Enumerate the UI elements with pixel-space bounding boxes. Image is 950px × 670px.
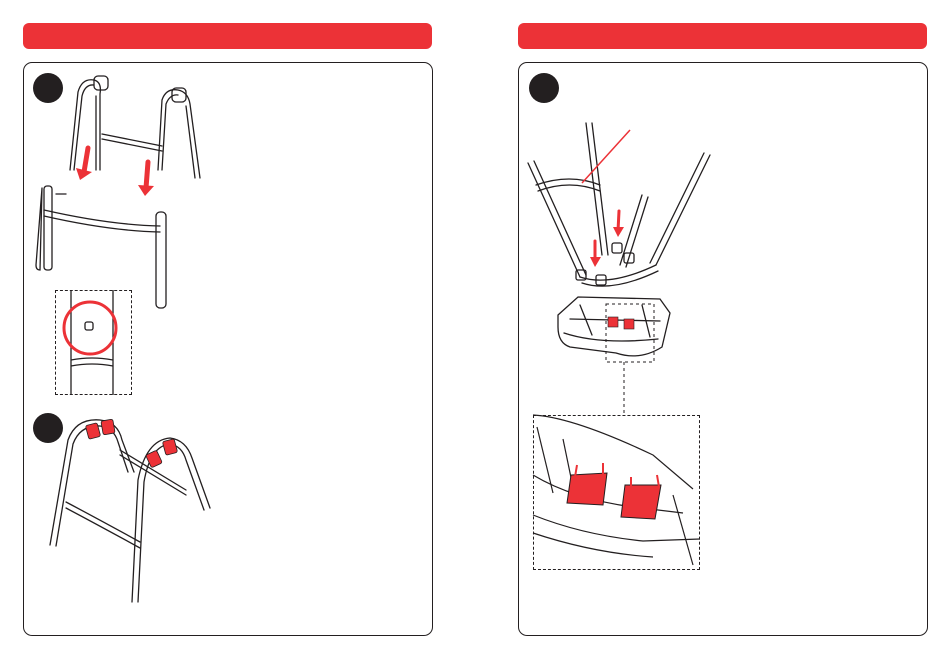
down-arrow-icon [138, 162, 154, 196]
step-3-badge [529, 73, 559, 103]
right-header-bar [518, 23, 927, 49]
detail-inset-illustration [55, 290, 132, 395]
detail-clips-illustration [533, 415, 700, 570]
step-2-illustration [40, 410, 220, 610]
step-1-illustration [30, 70, 230, 320]
detail-connector [600, 300, 660, 420]
down-arrow-icon [590, 241, 601, 267]
down-arrow-icon [76, 148, 92, 180]
down-arrow-icon [613, 211, 624, 237]
left-header-bar [23, 23, 432, 49]
circle-highlight-icon [64, 302, 116, 354]
